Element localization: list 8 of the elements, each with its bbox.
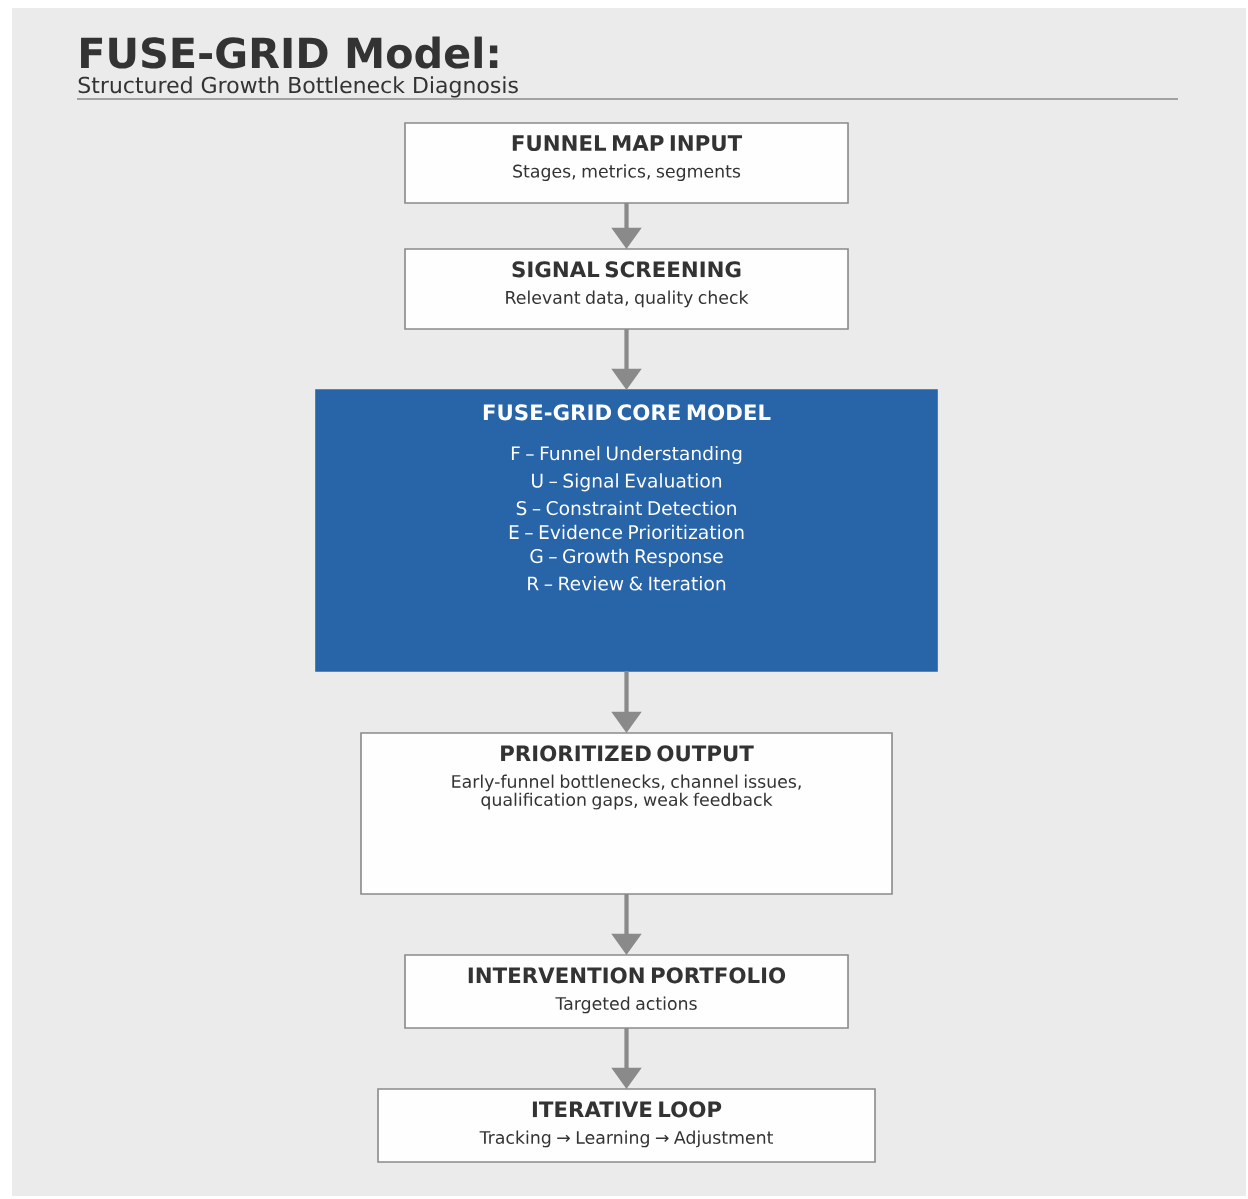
process-box: SIGNAL SCREENING Relevant data, quality check <box>404 248 849 330</box>
process-box: ITERATIVE LOOP Tracking → Learning → Adjustment <box>377 1088 876 1163</box>
process-box: PRIORITIZED OUTPUT Early-funnel bottlenecks, channel issues, qualification gaps, weak feedback <box>360 732 893 895</box>
title: FUSE-GRID Model: <box>81 36 498 69</box>
subtitle: Structured Growth Bottleneck Diagnosis <box>78 76 518 98</box>
process-box: FUNNEL MAP INPUT Stages, metrics, segments <box>404 122 849 204</box>
core-model-box: FUSE-GRID CORE MODEL F – Funnel Understanding U – Signal Evaluation S – Constraint Detection E – Evidence Prioritization G – Growth Response R – Review & Iteration <box>315 389 938 672</box>
process-box: INTERVENTION PORTFOLIO Targeted actions <box>404 954 849 1029</box>
